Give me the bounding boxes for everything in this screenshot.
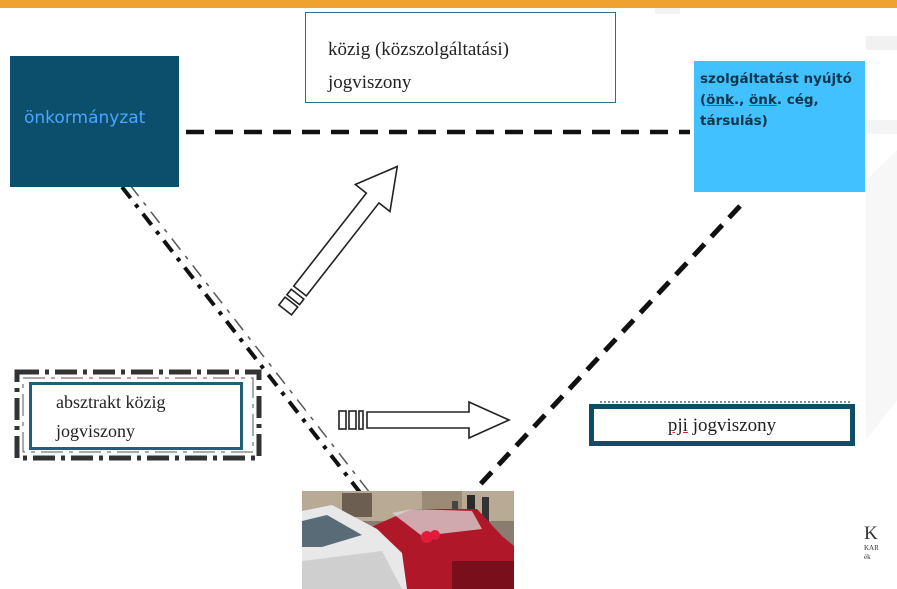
node-kozig-line2: jogviszony bbox=[328, 72, 412, 93]
accent-bar bbox=[0, 0, 897, 8]
node-absztrakt-kozig: absztrakt közig jogviszony bbox=[29, 382, 243, 450]
node-kozig-line1: közig (közszolgáltatási) bbox=[328, 39, 509, 60]
spellcheck-word-pji: pji bbox=[667, 415, 688, 436]
node-absztrakt-line2: jogviszony bbox=[56, 421, 135, 441]
node-szolgaltato-line1: szolgáltatást nyújtó bbox=[700, 71, 852, 87]
brand-mark: K KAR ék bbox=[864, 524, 879, 562]
car-photo bbox=[302, 491, 514, 589]
dashdot-line-left bbox=[120, 185, 364, 497]
node-szolgaltato-line3: társulás) bbox=[700, 113, 768, 129]
node-szolgaltato-line2: (önk., önk. cég, bbox=[700, 92, 819, 108]
hollow-arrow-right-icon bbox=[338, 400, 511, 440]
hollow-arrow-up-right-icon bbox=[277, 165, 399, 316]
car-photo-illustration bbox=[302, 491, 514, 589]
node-absztrakt-line1: absztrakt közig bbox=[56, 392, 166, 412]
dashed-line-right bbox=[473, 204, 742, 492]
brand-letter: K bbox=[864, 523, 878, 544]
spellcheck-word-onk-2: önk bbox=[749, 92, 777, 108]
node-pji-label: pji jogviszony bbox=[667, 415, 777, 436]
brand-line2: ék bbox=[864, 553, 871, 561]
node-kozig-jogviszony: közig (közszolgáltatási) jogviszony bbox=[305, 12, 616, 103]
node-onkormanyzat-label: önkormányzat bbox=[24, 108, 146, 128]
node-onkormanyzat: önkormányzat bbox=[10, 56, 179, 187]
node-szolgaltato: szolgáltatást nyújtó (önk., önk. cég, tá… bbox=[694, 61, 865, 192]
node-pji-jogviszony: pji jogviszony bbox=[589, 404, 855, 446]
absztrakt-frame bbox=[14, 369, 262, 461]
spellcheck-word-onk-1: önk bbox=[706, 92, 735, 108]
brand-line1: KAR bbox=[864, 544, 879, 552]
